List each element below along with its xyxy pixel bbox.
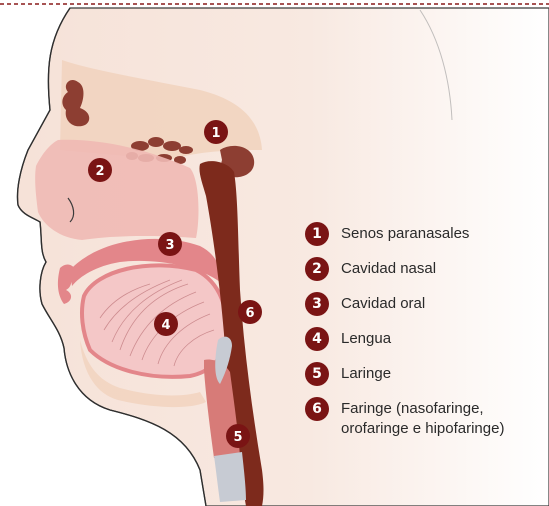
badge-1: 1 (204, 120, 228, 144)
legend-number-badge: 5 (305, 362, 329, 386)
badge-2-label: 2 (95, 164, 104, 179)
legend-item-faringe: 6 Faringe (nasofaringe, orofaringe e hip… (305, 397, 545, 439)
badge-5: 5 (226, 424, 250, 448)
legend-label: Laringe (341, 362, 391, 384)
badge-3-label: 3 (165, 238, 174, 253)
legend-number-badge: 3 (305, 292, 329, 316)
badge-3: 3 (158, 232, 182, 256)
legend-label-line2: orofaringe e hipofaringe) (341, 420, 504, 437)
legend-item-lengua: 4 Lengua (305, 327, 545, 351)
legend-label: Cavidad oral (341, 292, 425, 314)
badge-6: 6 (238, 300, 262, 324)
badge-4: 4 (154, 312, 178, 336)
legend-item-cavidad-oral: 3 Cavidad oral (305, 292, 545, 316)
badge-1-label: 1 (211, 126, 220, 141)
badge-6-label: 6 (245, 306, 254, 321)
legend-label-line1: Faringe (nasofaringe, (341, 400, 484, 417)
legend-label: Cavidad nasal (341, 257, 436, 279)
legend-label: Lengua (341, 327, 391, 349)
legend-number-badge: 6 (305, 397, 329, 421)
legend-number-badge: 2 (305, 257, 329, 281)
badge-2: 2 (88, 158, 112, 182)
badge-5-label: 5 (233, 430, 242, 445)
legend: 1 Senos paranasales 2 Cavidad nasal 3 Ca… (305, 222, 545, 450)
legend-item-cavidad-nasal: 2 Cavidad nasal (305, 257, 545, 281)
legend-label-multiline: Faringe (nasofaringe, orofaringe e hipof… (341, 397, 504, 439)
legend-label: Senos paranasales (341, 222, 469, 244)
badge-4-label: 4 (161, 318, 170, 333)
legend-number-badge: 4 (305, 327, 329, 351)
legend-number-badge: 1 (305, 222, 329, 246)
legend-item-laringe: 5 Laringe (305, 362, 545, 386)
legend-item-senos-paranasales: 1 Senos paranasales (305, 222, 545, 246)
